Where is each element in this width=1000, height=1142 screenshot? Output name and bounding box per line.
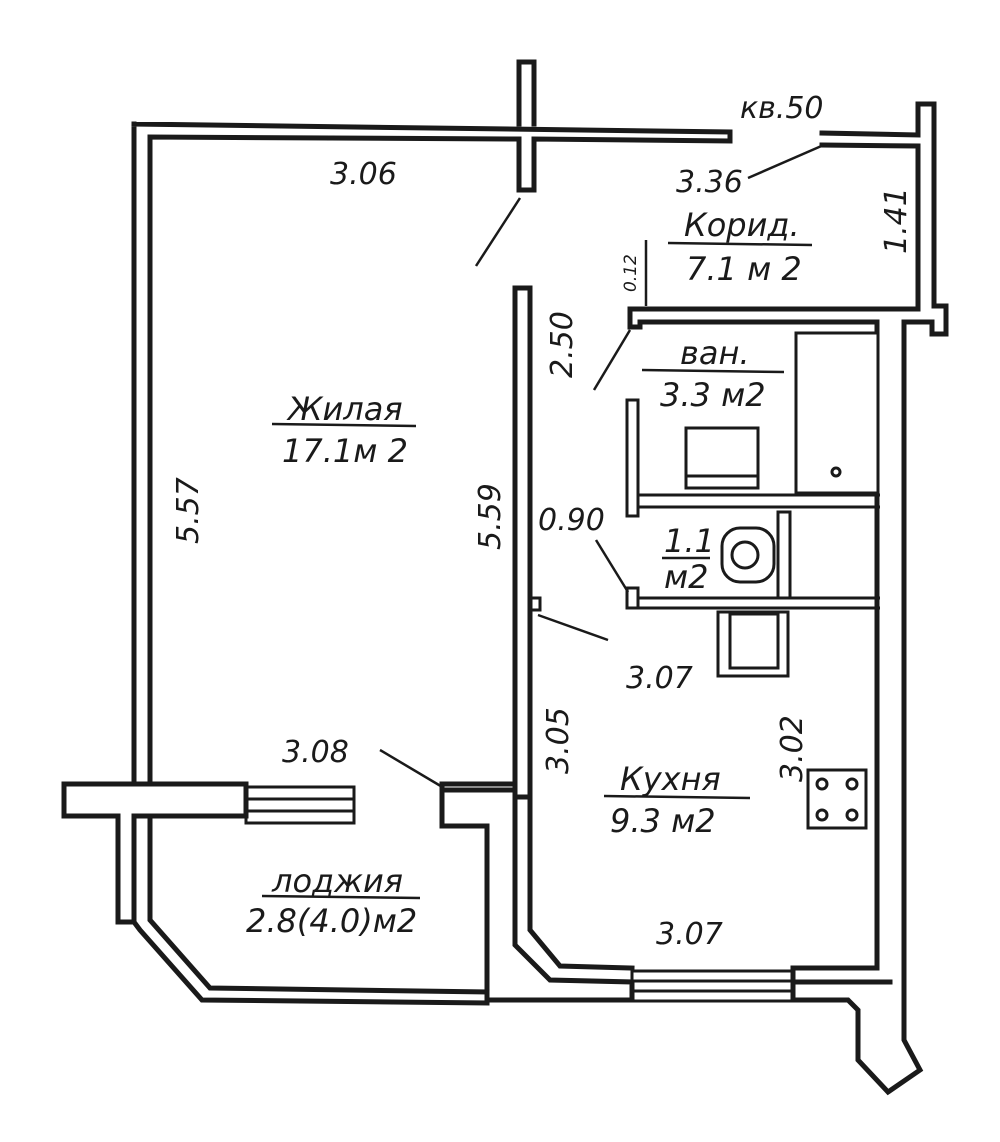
kitchen-area: 9.3 м2: [610, 802, 716, 840]
bathtub: [794, 331, 880, 495]
loggia-name: лоджия: [271, 862, 403, 900]
leader-toilet-width: [594, 539, 630, 593]
stove: [806, 768, 868, 830]
dim-kitchen-top: 3.07: [626, 661, 693, 696]
underline-living: [271, 422, 417, 428]
dim-wall-thickness: 0.12: [621, 254, 641, 292]
dim-corridor-depth: 1.41: [879, 187, 914, 254]
leader-lines: [261, 142, 827, 900]
corridor-area: 7.1 м 2: [686, 250, 802, 288]
kitchen-name: Кухня: [620, 760, 721, 798]
dim-living-left: 5.57: [171, 477, 206, 544]
living-window: [244, 785, 356, 825]
door-swing-kitchen: [537, 613, 609, 642]
kitchen-sink-basin: [728, 612, 780, 670]
washbasin: [684, 426, 760, 490]
stove-burner-4: [845, 808, 859, 822]
fixtures: [684, 331, 880, 830]
kitchen-right-wall: [790, 322, 880, 971]
labels: кв.50 Жилая 17.1м 2 Корид. 7.1 м 2 ван. …: [171, 91, 914, 952]
dim-corridor-width: 3.36: [676, 165, 743, 200]
top-wall-stub: [516, 59, 537, 127]
dim-kitchen-right: 3.02: [775, 715, 810, 782]
toilet-area-unit: м2: [664, 558, 709, 596]
underline-bathroom: [641, 368, 785, 374]
bathtub-drain: [830, 466, 842, 478]
bathroom-name: ван.: [680, 334, 750, 372]
loggia-area: 2.8(4.0)м2: [246, 902, 417, 940]
living-room-name: Жилая: [286, 390, 403, 428]
corridor-right-inner-wall: [819, 142, 921, 309]
dim-corridor-partition: 2.50: [545, 311, 580, 378]
door-swing-living: [474, 197, 522, 267]
corridor-name: Корид.: [684, 206, 800, 244]
stove-burner-2: [845, 777, 859, 791]
living-room-area: 17.1м 2: [282, 432, 408, 470]
underline-kitchen: [603, 794, 751, 800]
kitchen-bottom-wall: [439, 787, 635, 1003]
dim-kitchen-bottom: 3.07: [656, 917, 723, 952]
top-wall: [131, 121, 733, 787]
dim-kitchen-left: 3.05: [541, 707, 576, 774]
toilet-area-value: 1.1: [664, 522, 715, 560]
bathroom-left-partition: [625, 398, 640, 518]
bathroom-door-jamb: [627, 306, 648, 330]
toilet-tank: [776, 510, 792, 600]
dim-toilet-width: 0.90: [538, 503, 605, 538]
leader-corridor-width: [747, 142, 827, 180]
bathroom-area: 3.3 м2: [660, 376, 766, 414]
toilet-bowl-outline: [720, 526, 776, 584]
dim-living-top: 3.06: [330, 157, 397, 192]
underline-loggia: [261, 894, 421, 900]
toilet-bowl: [730, 540, 760, 570]
windows: [244, 785, 795, 1003]
apartment-number: кв.50: [740, 91, 824, 126]
loggia-top-wall: [147, 781, 249, 819]
kitchen-window: [630, 969, 795, 1003]
corridor-outer-wall: [790, 101, 949, 1096]
leader-corridor-partition: [592, 329, 632, 391]
dim-living-bottom: 3.08: [282, 735, 349, 770]
partition-wall: [512, 285, 533, 800]
walls: [61, 59, 949, 1096]
kitchen-wall: [527, 794, 635, 971]
underline-corridor: [667, 241, 813, 247]
dim-living-right: 5.59: [473, 483, 508, 550]
stove-burner-3: [815, 808, 829, 822]
stove-burner-1: [815, 777, 829, 791]
leader-living-bottom: [379, 748, 445, 790]
kitchen-door-jamb: [528, 596, 542, 612]
loggia-outer-wall: [130, 918, 490, 1006]
